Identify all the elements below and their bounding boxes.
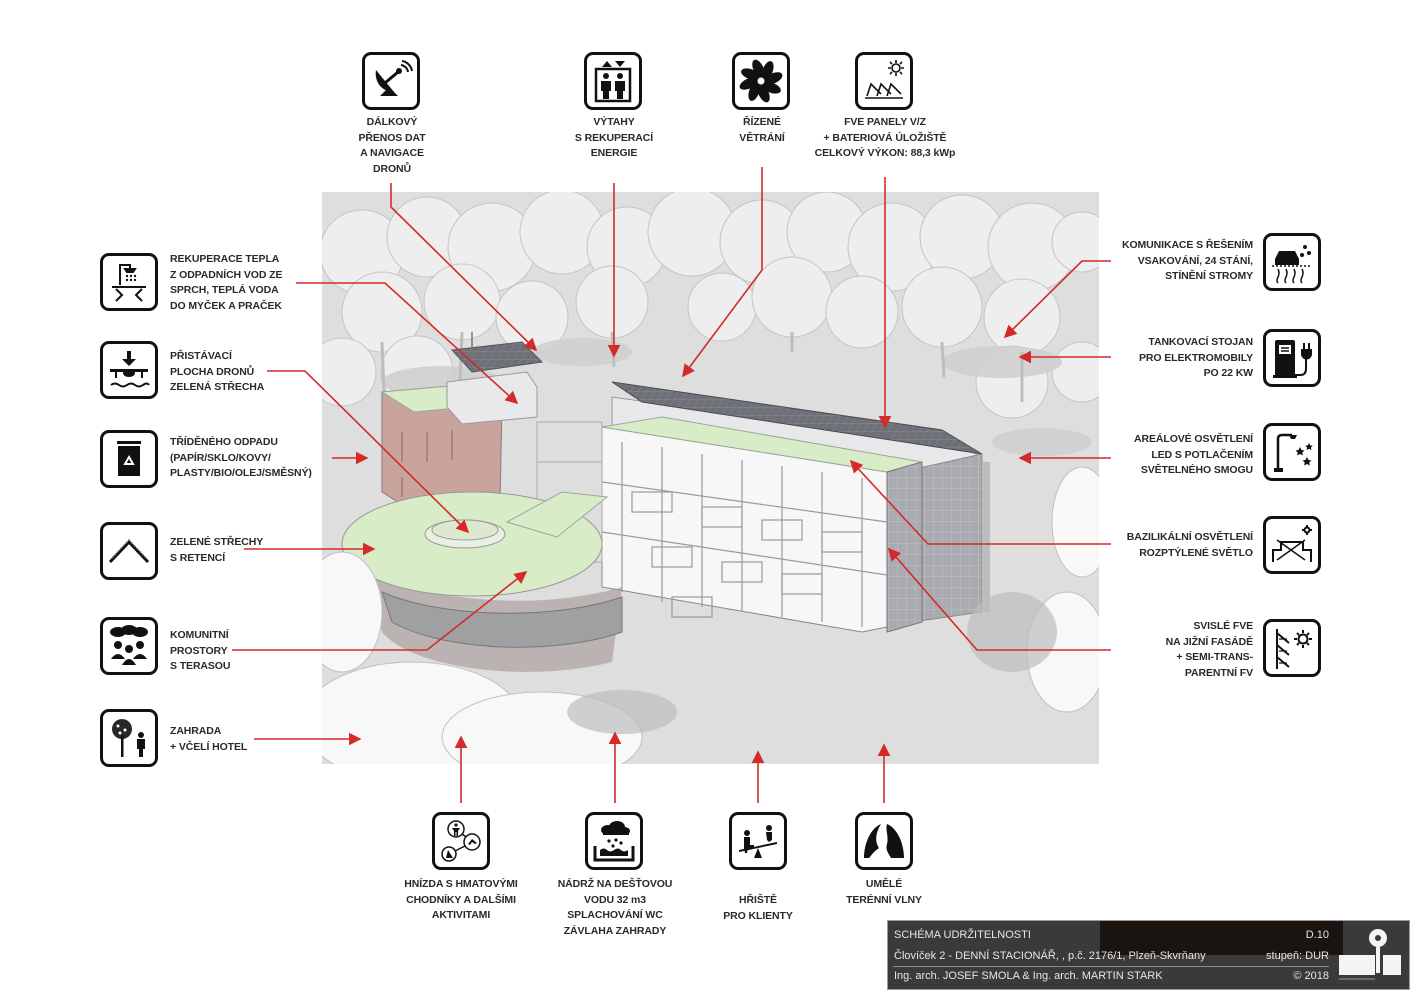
- title-block-divider: [893, 966, 1329, 967]
- activity-nests-icon: [432, 812, 490, 870]
- permeable-parking-icon: [1263, 233, 1321, 291]
- title-block-row-2: Človíček 2 - DENNÍ STACIONÁŘ, , p.č. 217…: [894, 950, 1329, 962]
- shower-heat-recovery-icon: [100, 253, 158, 311]
- garden-tree-icon: [100, 709, 158, 767]
- drawing-title: SCHÉMA UDRŽITELNOSTI: [894, 929, 1031, 941]
- label-garden: ZAHRADA+ VČELÍ HOTEL: [170, 725, 248, 753]
- fan-icon: [732, 52, 790, 110]
- satellite-dish-icon: [362, 52, 420, 110]
- sheet-number: D.10: [1305, 929, 1329, 941]
- title-block-row-3: Ing. arch. JOSEF SMOLA & Ing. arch. MART…: [894, 970, 1329, 982]
- rainwater-tank-icon: [585, 812, 643, 870]
- studio-logo: [1339, 929, 1401, 980]
- ev-charger-icon: [1263, 329, 1321, 387]
- building-render-illustration: [301, 187, 1113, 783]
- copyright: © 2018: [1293, 970, 1329, 982]
- title-block-row-1: SCHÉMA UDRŽITELNOSTI D.10: [894, 929, 1329, 941]
- green-roof-icon: [100, 522, 158, 580]
- building-render: [301, 187, 1113, 783]
- drone-landing-icon: [100, 341, 158, 399]
- label-waste: TŘÍDĚNÉHO ODPADU(PAPÍR/SKLO/KOVY/PLASTY/…: [170, 436, 312, 479]
- project-name: Človíček 2 - DENNÍ STACIONÁŘ, , p.č. 217…: [894, 950, 1206, 962]
- solar-panel-icon: [855, 52, 913, 110]
- community-people-icon: [100, 617, 158, 675]
- recycle-bin-icon: [100, 430, 158, 488]
- skylight-icon: [1263, 516, 1321, 574]
- title-block: SCHÉMA UDRŽITELNOSTI D.10 Človíček 2 - D…: [887, 920, 1410, 990]
- street-lamp-stars-icon: [1263, 423, 1321, 481]
- seesaw-icon: [729, 812, 787, 870]
- authors: Ing. arch. JOSEF SMOLA & Ing. arch. MART…: [894, 970, 1163, 982]
- green-walkway: [505, 491, 609, 538]
- facade-pv-icon: [1263, 619, 1321, 677]
- elevator-icon: [584, 52, 642, 110]
- terrain-waves-icon: [855, 812, 913, 870]
- title-block-dark-panel: [1100, 921, 1343, 955]
- project-stage: stupeň: DUR: [1266, 950, 1329, 962]
